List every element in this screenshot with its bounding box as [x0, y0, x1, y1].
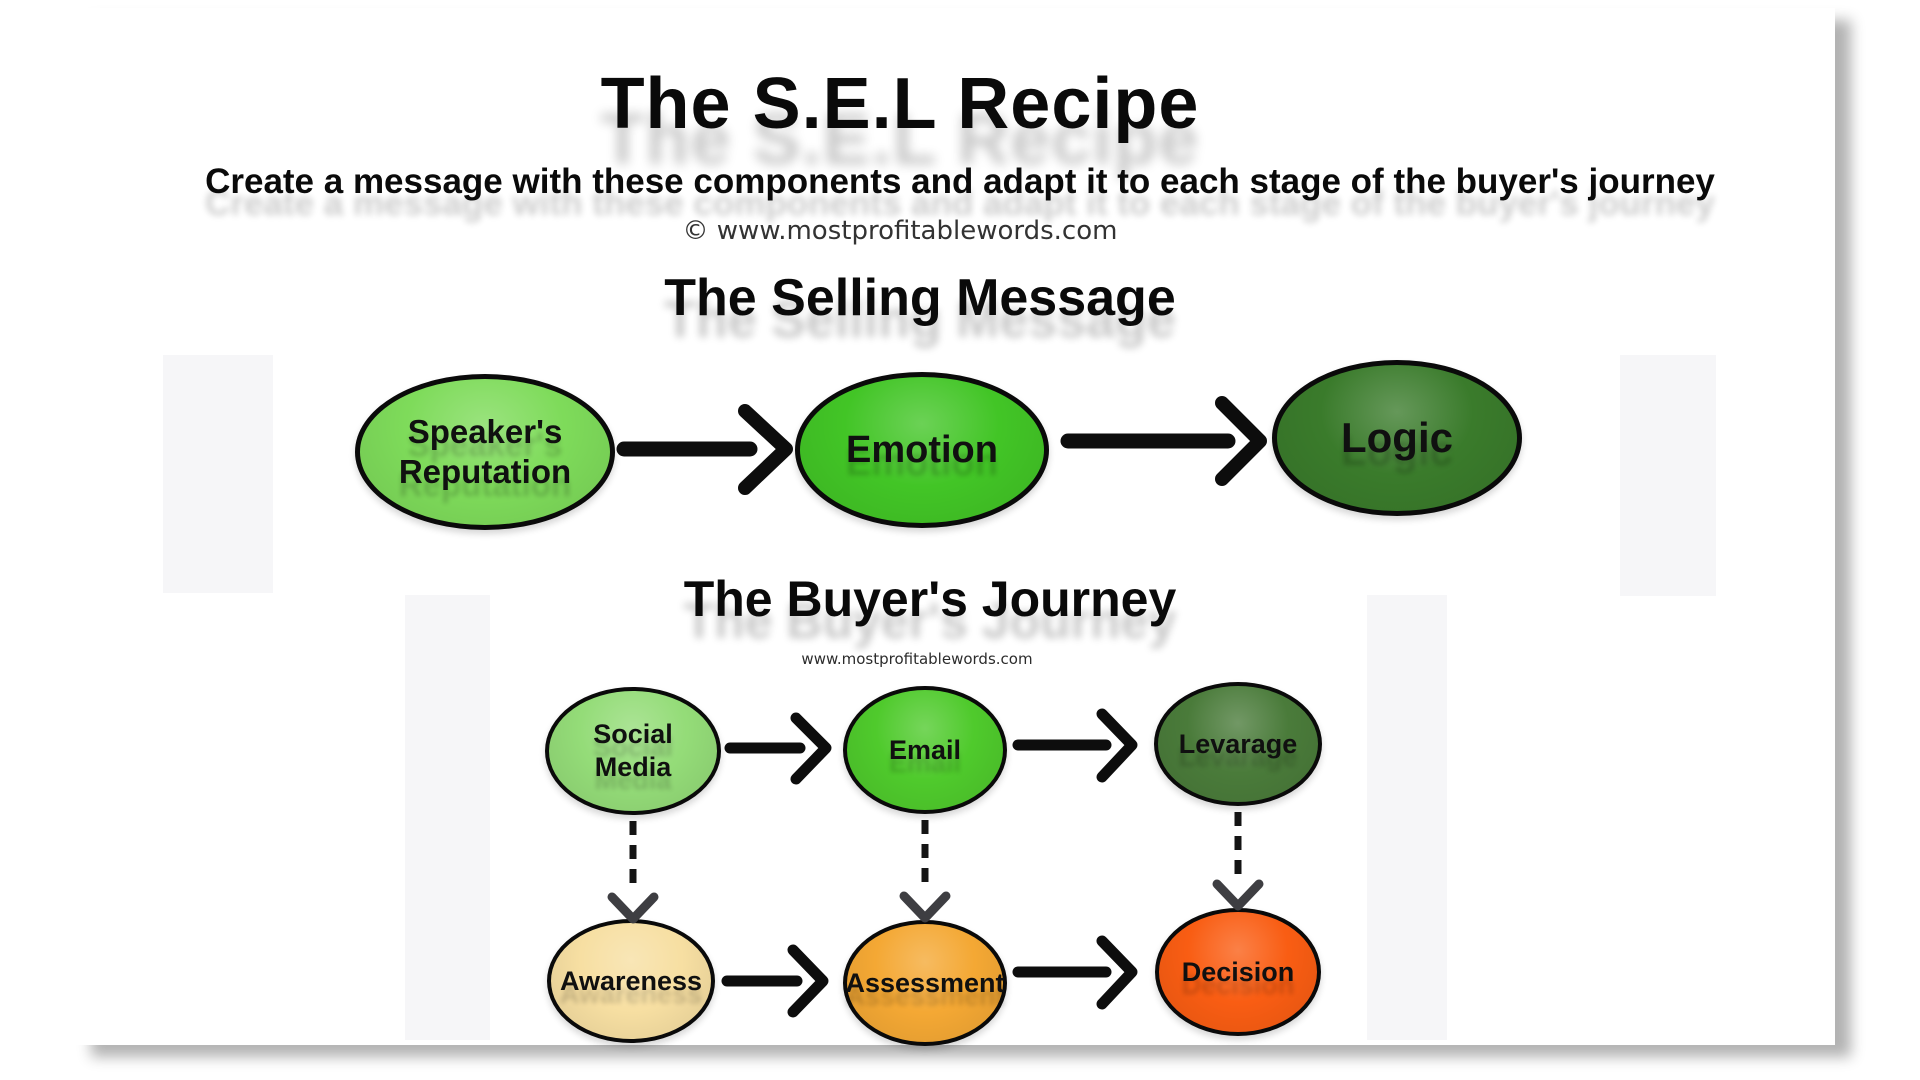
- node-label: Emotion: [846, 428, 998, 471]
- node-awareness: Awareness: [547, 919, 715, 1043]
- faint-watermark-block: [405, 595, 490, 1040]
- node-social-media: Social Media: [545, 687, 721, 815]
- node-logic: Logic: [1272, 360, 1522, 516]
- faint-watermark-block: [1367, 595, 1447, 1040]
- node-label: Levarage: [1178, 728, 1298, 759]
- node-label: Reputation: [398, 453, 572, 490]
- node-label: Logic: [1341, 414, 1453, 462]
- node-email: Email: [843, 686, 1007, 814]
- node-decision: Decision: [1155, 908, 1321, 1036]
- buyers-journey-heading: The Buyer's Journey: [683, 571, 1177, 627]
- node-label: Email: [888, 734, 962, 765]
- faint-watermark-block: [163, 355, 273, 593]
- poster-card: [75, 8, 1835, 1045]
- node-speakers-reputation: Speaker's Reputation: [355, 374, 615, 530]
- node-emotion: Emotion: [795, 372, 1049, 528]
- copyright-line: © www.mostprofitablewords.com: [682, 216, 1118, 246]
- page-title: The S.E.L Recipe: [600, 64, 1200, 144]
- node-levarage: Levarage: [1154, 682, 1322, 806]
- page-subtitle: Create a message with these components a…: [205, 162, 1715, 201]
- node-label: Social: [593, 719, 673, 749]
- node-assessment: Assessment: [843, 920, 1007, 1046]
- faint-watermark-block: [1620, 355, 1716, 596]
- node-label: Media: [594, 752, 672, 782]
- node-label: Assessment: [845, 967, 1005, 998]
- node-label: Speaker's: [407, 413, 563, 450]
- selling-message-heading: The Selling Message: [664, 269, 1176, 327]
- node-label: Decision: [1181, 956, 1295, 987]
- watermark-url: www.mostprofitablewords.com: [801, 650, 1033, 668]
- node-label: Awareness: [559, 965, 703, 996]
